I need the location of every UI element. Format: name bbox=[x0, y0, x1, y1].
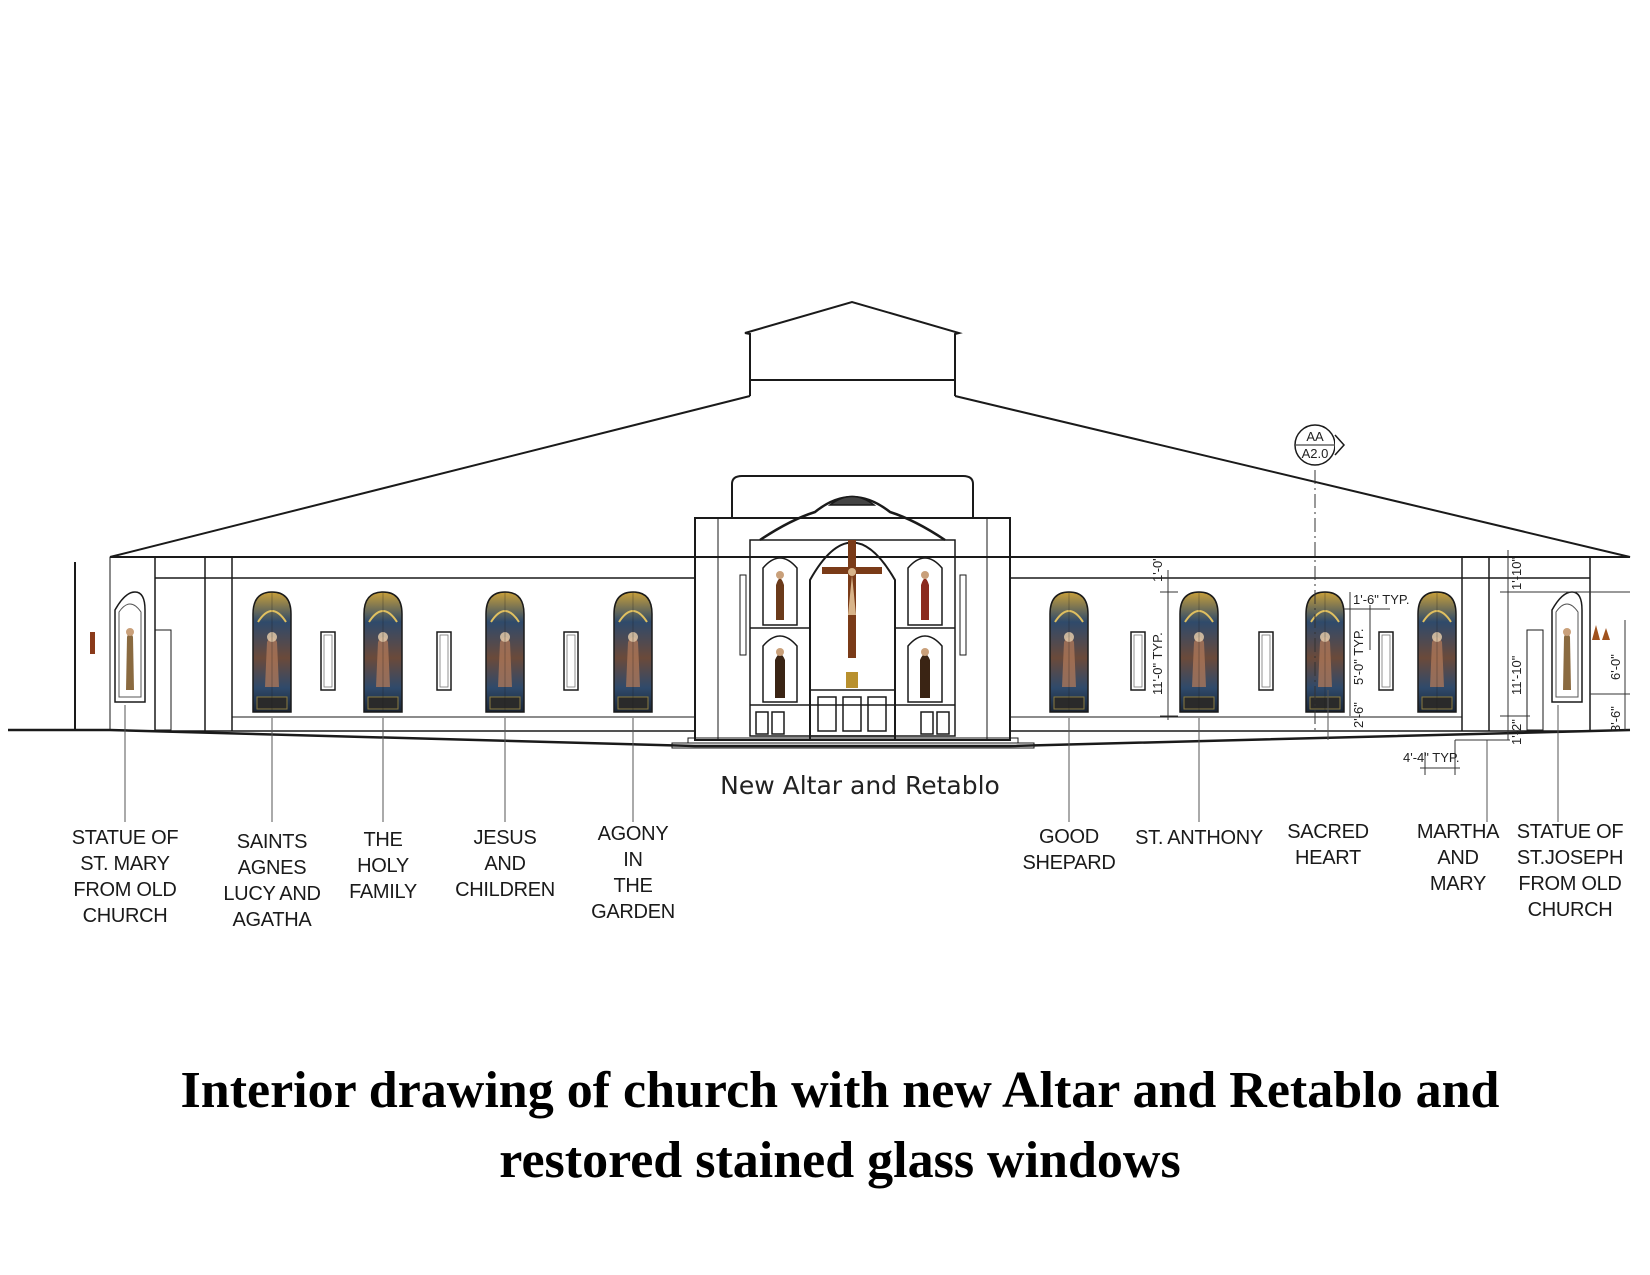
altar-label: New Altar and Retablo bbox=[720, 771, 1000, 800]
caption-line-1: Interior drawing of church with new Alta… bbox=[180, 1062, 1500, 1119]
dim-11-0-typ: 11'-0" TYP. bbox=[1150, 632, 1165, 695]
retablo bbox=[749, 495, 956, 740]
dim-1-10: 1'-10" bbox=[1509, 556, 1524, 590]
right-wall bbox=[1009, 556, 1591, 732]
retablo-statues bbox=[775, 571, 930, 698]
caption-line-2: restored stained glass windows bbox=[499, 1132, 1181, 1189]
dim-5-0-typ: 5'-0" TYP. bbox=[1351, 629, 1366, 685]
dim-1-0: 1'-0" bbox=[1150, 556, 1165, 582]
dimension-text: 1'-6" TYP. 1'-0" 11'-0" TYP. 5'-0" TYP. … bbox=[1150, 556, 1623, 765]
dim-11-10: 11'-10" bbox=[1509, 655, 1524, 695]
ground-line bbox=[8, 728, 1631, 748]
sanctuary-outline bbox=[694, 517, 1011, 741]
figure-caption: Interior drawing of church with new Alta… bbox=[60, 1056, 1620, 1196]
dim-6-0: 6'-0" bbox=[1608, 654, 1623, 680]
label-st-anthony: ST. ANTHONY bbox=[1135, 827, 1263, 849]
dim-1-6-typ: 1'-6" TYP. bbox=[1353, 592, 1409, 607]
section-marker-bottom: A2.0 bbox=[1302, 446, 1329, 461]
dimension-lines bbox=[1160, 550, 1630, 775]
dim-1-2: 1'-2" bbox=[1509, 719, 1524, 745]
bell-tower-outline bbox=[744, 300, 963, 381]
dim-2-6: 2'-6" bbox=[1351, 702, 1366, 728]
section-marker-top: AA bbox=[1306, 429, 1324, 444]
leader-lines bbox=[124, 690, 1559, 822]
dim-3-6: 3'-6" bbox=[1608, 706, 1623, 732]
section-marker: AA A2.0 bbox=[1294, 424, 1346, 730]
crucifix bbox=[822, 540, 882, 688]
dim-4-4-typ: 4'-4" TYP. bbox=[1403, 750, 1459, 765]
